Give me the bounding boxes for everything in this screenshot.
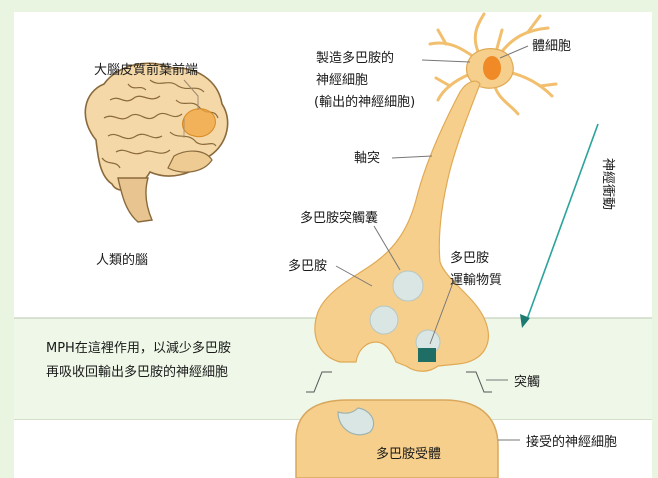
axon-label: 軸突 <box>354 150 380 166</box>
dopamine-vesicle-label: 多巴胺突觸囊 <box>300 210 378 226</box>
mph-note-line1: MPH在這裡作用，以減少多巴胺 <box>46 340 231 356</box>
dopamine-neuron-label-line3: (輸出的神經細胞) <box>314 94 415 110</box>
dopamine-neuron-label-line1: 製造多巴胺的 <box>316 50 394 66</box>
cell-nucleus <box>483 56 501 80</box>
dopamine-receptor-label: 多巴胺受體 <box>376 446 441 462</box>
dopamine-vesicle <box>393 271 423 301</box>
dopamine-neuron-label-line2: 神經細胞 <box>316 73 368 88</box>
prefrontal-cortex-label: 大腦皮質前葉前端 <box>94 62 198 78</box>
human-brain-label: 人類的腦 <box>96 252 148 268</box>
cell-body-label: 體細胞 <box>532 39 571 54</box>
transporter-label-line1: 多巴胺 <box>450 250 489 266</box>
mph-note-line2: 再吸收回輸出多巴胺的神經細胞 <box>46 364 228 380</box>
prefrontal-highlight <box>182 109 215 137</box>
dopamine-label: 多巴胺 <box>288 258 327 274</box>
dopamine-transporter <box>418 348 436 362</box>
receiving-neuron <box>296 400 498 478</box>
nerve-impulse-label: 神經衝動 <box>600 158 615 210</box>
synapse-label: 突觸 <box>514 374 540 390</box>
transporter-label-line2: 運輸物質 <box>450 273 502 288</box>
dopamine-vesicle <box>370 306 398 334</box>
receiving-neuron-label: 接受的神經細胞 <box>526 434 617 450</box>
